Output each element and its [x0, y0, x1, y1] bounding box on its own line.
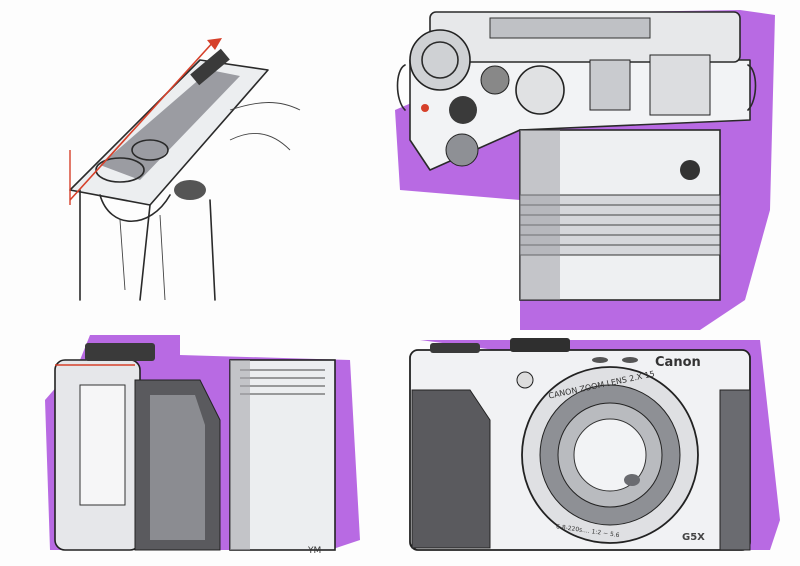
signature: YM: [307, 546, 321, 556]
top-view-camera-sketch: [395, 10, 775, 330]
perspective-camera-sketch: [69, 38, 301, 301]
model-badge: G5X: [682, 532, 705, 543]
lens-grip-ridges: [520, 204, 720, 246]
side-view-camera-sketch: YM: [45, 335, 360, 556]
front-view-camera-sketch: Canon CANON ZOOM LENS 2.X 15 6.8-220s...…: [409, 338, 780, 551]
brand-logo: Canon: [655, 355, 701, 370]
